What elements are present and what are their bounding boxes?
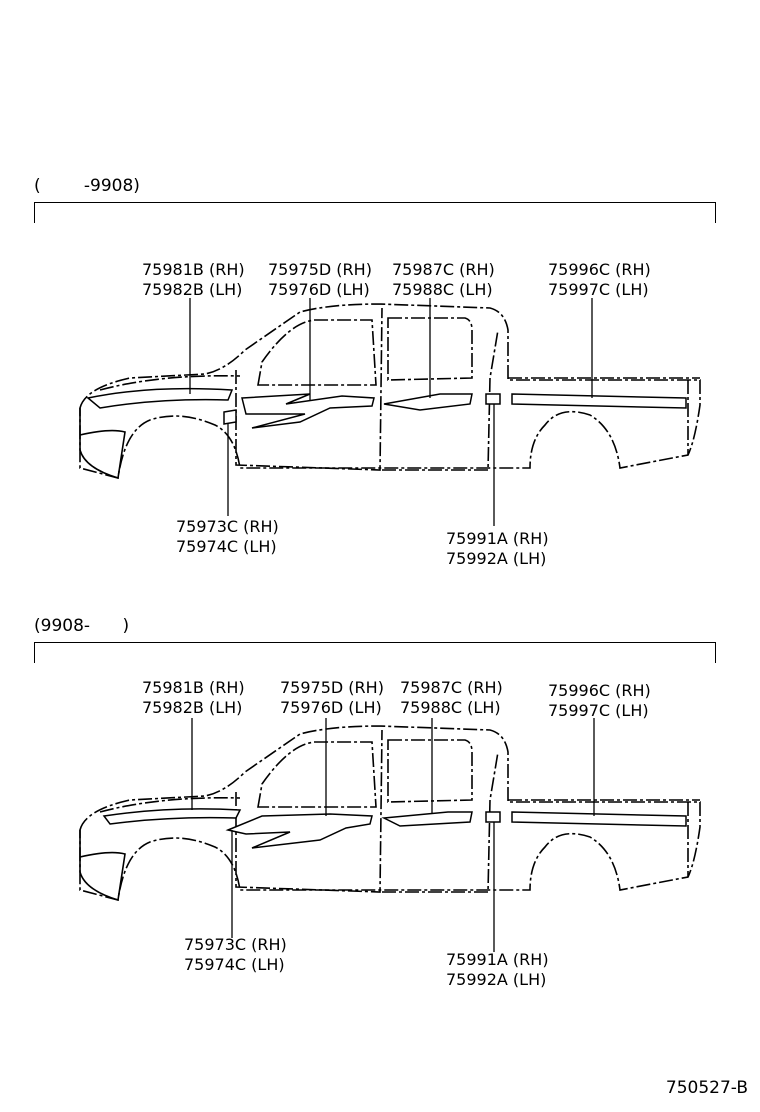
part-number-rh: 75981B (RH) — [142, 260, 245, 279]
hood-line — [99, 374, 241, 391]
range-bracket — [34, 202, 716, 223]
part-number-lh: 75997C (LH) — [548, 701, 649, 720]
part-number-lh: 75982B (LH) — [142, 698, 243, 717]
part-number-lh: 75982B (LH) — [142, 280, 243, 299]
part-number-lh: 75992A (LH) — [446, 970, 547, 989]
part-number-lh: 75992A (LH) — [446, 549, 547, 568]
callout-fender-stripe: 75973C (RH) 75974C (LH) — [184, 935, 287, 975]
diagram-reference-number: 750527-B — [665, 1078, 748, 1098]
model-range-label: (9908- ) — [34, 616, 130, 636]
front-window — [257, 741, 377, 808]
part-number-rh: 75975D (RH) — [268, 260, 372, 279]
callout-front-door-stripe: 75975D (RH) 75976D (LH) — [268, 260, 372, 300]
fender-stripe — [223, 409, 237, 425]
part-number-lh: 75997C (LH) — [548, 280, 649, 299]
front-door-stripe — [241, 393, 375, 429]
part-number-rh: 75996C (RH) — [548, 681, 651, 700]
callout-hood-stripe: 75981B (RH) 75982B (LH) — [142, 678, 245, 718]
callout-front-door-stripe: 75975D (RH) 75976D (LH) — [280, 678, 384, 718]
part-number-rh: 75987C (RH) — [392, 260, 495, 279]
range-bracket — [34, 642, 716, 663]
part-number-lh: 75976D (LH) — [268, 280, 370, 299]
part-number-lh: 75974C (LH) — [184, 955, 285, 974]
front-door — [235, 729, 383, 893]
front-window — [257, 319, 377, 386]
part-number-rh: 75991A (RH) — [446, 529, 549, 548]
hood-line — [99, 796, 241, 813]
rear-door — [382, 751, 499, 893]
callout-cab-emblem: 75991A (RH) 75992A (LH) — [446, 529, 549, 569]
part-number-rh: 75991A (RH) — [446, 950, 549, 969]
truck-side-view — [79, 718, 701, 952]
rear-door-stripe — [383, 393, 473, 411]
front-door — [235, 307, 383, 471]
front-door-stripe — [225, 813, 373, 849]
callout-fender-stripe: 75973C (RH) 75974C (LH) — [176, 517, 279, 557]
part-number-rh: 75987C (RH) — [400, 678, 503, 697]
front-bumper — [79, 408, 126, 480]
model-range-label: ( -9908) — [34, 176, 140, 196]
hood-stripe — [86, 387, 234, 409]
rear-door — [382, 329, 499, 471]
callout-bed-stripe: 75996C (RH) 75997C (LH) — [548, 260, 651, 300]
part-number-lh: 75974C (LH) — [176, 537, 277, 556]
part-number-lh: 75988C (LH) — [392, 280, 493, 299]
callout-cab-emblem: 75991A (RH) 75992A (LH) — [446, 950, 549, 990]
part-number-rh: 75975D (RH) — [280, 678, 384, 697]
part-number-lh: 75988C (LH) — [400, 698, 501, 717]
callout-rear-door-stripe: 75987C (RH) 75988C (LH) — [392, 260, 495, 300]
rear-door-stripe — [381, 811, 473, 827]
truck-body-outline — [79, 725, 701, 902]
part-number-rh: 75996C (RH) — [548, 260, 651, 279]
part-number-rh: 75973C (RH) — [176, 517, 279, 536]
part-number-lh: 75976D (LH) — [280, 698, 382, 717]
hood-stripe — [102, 808, 242, 825]
rear-window — [387, 739, 473, 803]
cab-emblem — [485, 811, 501, 823]
bed-stripe — [511, 811, 687, 827]
cab-emblem — [485, 393, 501, 405]
callout-rear-door-stripe: 75987C (RH) 75988C (LH) — [400, 678, 503, 718]
callout-hood-stripe: 75981B (RH) 75982B (LH) — [142, 260, 245, 300]
part-number-rh: 75981B (RH) — [142, 678, 245, 697]
truck-body-outline — [79, 303, 701, 480]
callout-bed-stripe: 75996C (RH) 75997C (LH) — [548, 681, 651, 721]
front-bumper — [79, 830, 126, 902]
rear-window — [387, 317, 473, 381]
truck-side-view — [79, 298, 701, 526]
part-number-rh: 75973C (RH) — [184, 935, 287, 954]
bed-stripe — [511, 393, 687, 409]
